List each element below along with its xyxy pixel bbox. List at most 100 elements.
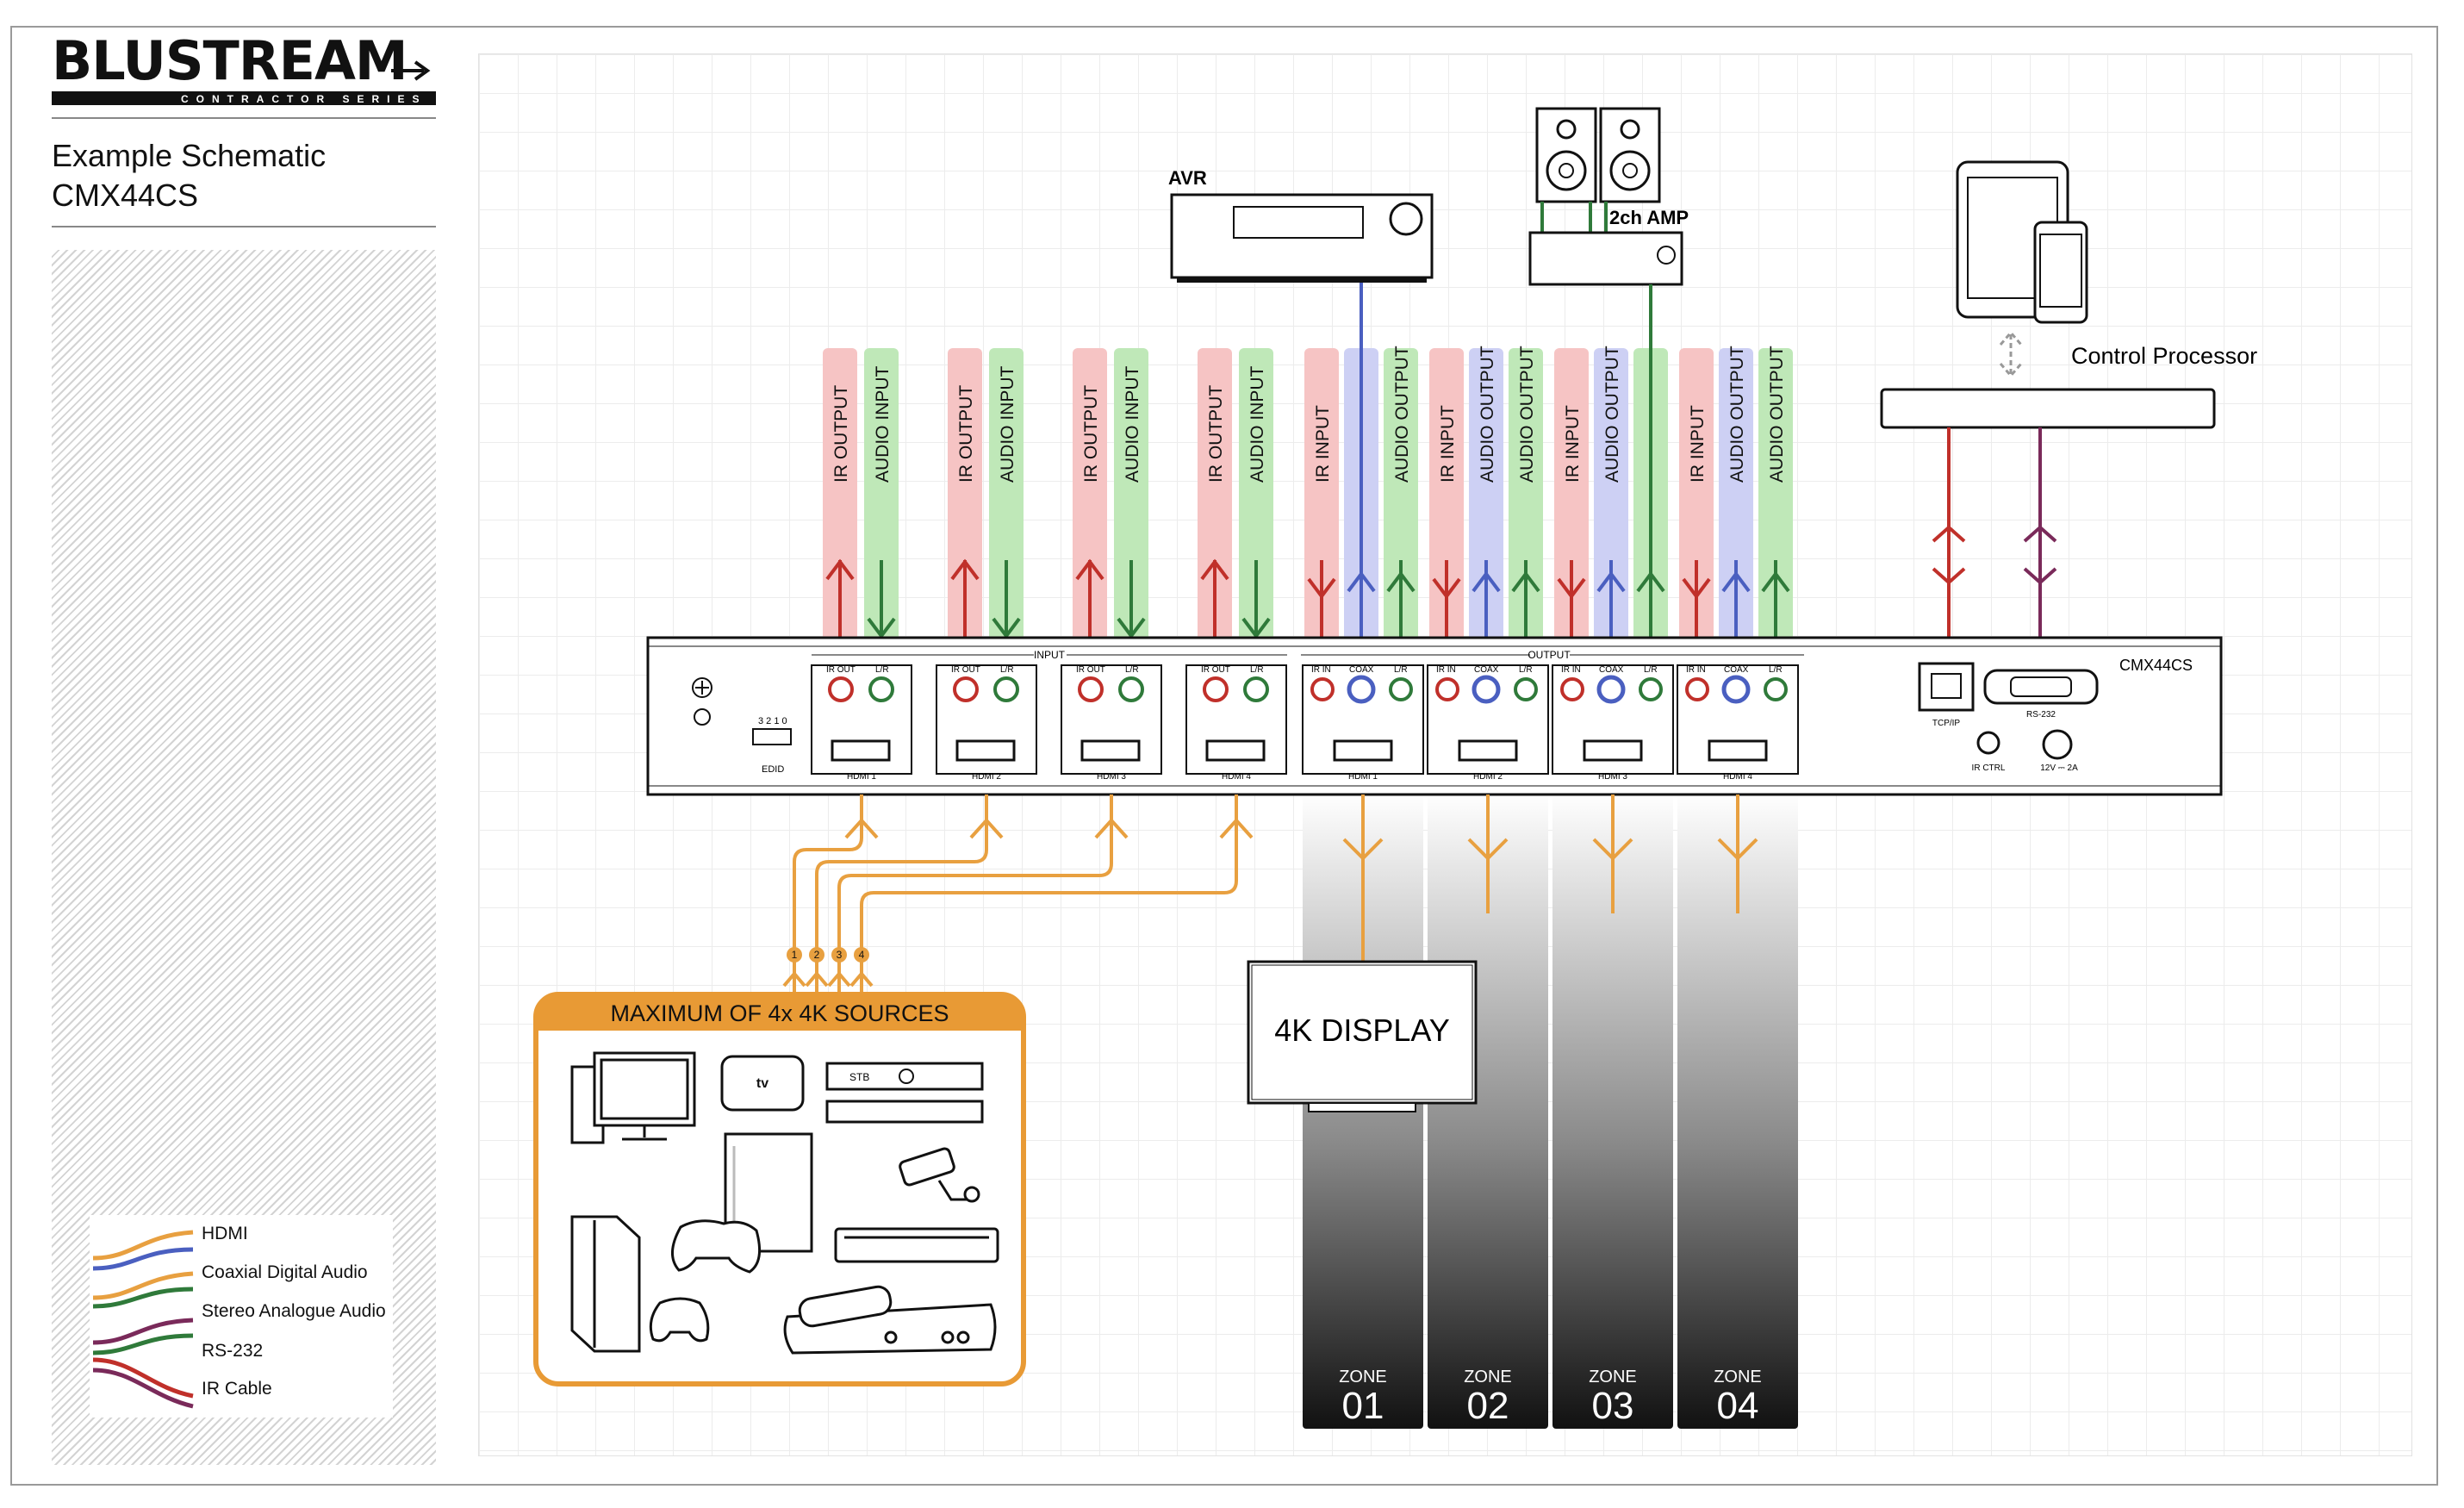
rs232-port[interactable] (1983, 669, 2099, 705)
ir-input-band (1304, 348, 1339, 657)
lr-label: L/R (1644, 665, 1658, 675)
ir-input-band (1429, 348, 1464, 657)
zone-column-4 (1677, 793, 1798, 1429)
ir-out-port[interactable] (953, 676, 979, 702)
tcpip-label: TCP/IP (1932, 719, 1961, 728)
ir-in-port[interactable] (1685, 677, 1709, 701)
hdmi-output-label: HDMI 1 (1348, 772, 1378, 782)
brand-name: BLUSTREAM (52, 29, 408, 92)
lr-label: L/R (875, 665, 889, 675)
display-label: 4K DISPLAY (1274, 1013, 1449, 1048)
ir-out-label: IR OUT (951, 665, 980, 675)
computer-icon (570, 1051, 696, 1144)
audio-out-port[interactable] (1514, 677, 1538, 701)
avr-label: AVR (1168, 167, 1207, 189)
hdmi-input-cables (782, 795, 1254, 996)
ir-in-port[interactable] (1310, 677, 1335, 701)
sources-group: MAXIMUM OF 4x 4K SOURCES tv STB (533, 992, 1026, 1386)
hdmi-input-port[interactable] (1205, 739, 1266, 762)
ir-out-label: IR OUT (1201, 665, 1230, 675)
audio-output-band (1384, 348, 1418, 657)
output-section-label: OUTPUT (1528, 649, 1571, 661)
audio-input-band (989, 348, 1024, 657)
lr-label: L/R (1769, 665, 1783, 675)
audio-out-port[interactable] (1639, 677, 1663, 701)
input-card-3: IR OUT L/R HDMI 3 (1061, 664, 1162, 782)
ir-ctrl-port[interactable] (1976, 731, 2000, 755)
output-card-2: IR IN COAX L/R HDMI 2 (1427, 664, 1549, 782)
band-label: AUDIO INPUT (998, 365, 1017, 483)
phone-icon (2033, 221, 2088, 324)
hdmi-input-label: HDMI 4 (1222, 772, 1251, 782)
ir-out-port[interactable] (1203, 676, 1229, 702)
coax-label: COAX (1349, 665, 1374, 675)
input-section-label: INPUT (1034, 649, 1066, 661)
coax-port[interactable] (1472, 675, 1501, 704)
legend-analogue: Stereo Analogue Audio (202, 1301, 386, 1321)
audio-in-port[interactable] (1243, 676, 1269, 702)
band-label: IR INPUT (1563, 405, 1583, 483)
legend-coax: Coaxial Digital Audio (202, 1262, 368, 1282)
lr-label: L/R (1000, 665, 1014, 675)
brand-logo: BLUSTREAM (52, 34, 408, 88)
power-label: 12V ⎓ 2A (2040, 763, 2078, 773)
title-block: BLUSTREAM CONTRACTOR SERIES Example Sche… (52, 34, 436, 1465)
band-label: IR INPUT (1438, 405, 1458, 483)
band-arrows (825, 558, 1790, 639)
power-port[interactable] (2042, 729, 2073, 760)
hdmi-output-port[interactable] (1458, 739, 1518, 762)
hdmi-input-port[interactable] (1080, 739, 1141, 762)
output-card-4: IR IN COAX L/R HDMI 4 (1677, 664, 1799, 782)
lr-label: L/R (1394, 665, 1408, 675)
audio-output-band (1509, 348, 1543, 657)
zone-number-3: 03 (1592, 1385, 1634, 1427)
stb-label: STB (849, 1071, 869, 1083)
input-bands (823, 348, 1273, 657)
ir-in-port[interactable] (1435, 677, 1459, 701)
band-label: AUDIO OUTPUT (1602, 346, 1622, 483)
ir-in-port[interactable] (1560, 677, 1584, 701)
coax-port[interactable] (1596, 675, 1626, 704)
tcpip-port[interactable] (1918, 662, 1975, 712)
ir-in-label: IR IN (1436, 665, 1456, 675)
ir-output-band (948, 348, 982, 657)
zone-number-1: 01 (1342, 1385, 1384, 1427)
band-labels: IR OUTPUT AUDIO INPUT IR OUTPUT AUDIO IN… (831, 346, 1787, 483)
ir-out-port[interactable] (828, 676, 854, 702)
band-label: AUDIO INPUT (1123, 365, 1142, 483)
stb-icon: STB (825, 1062, 984, 1124)
zone-number-2: 02 (1467, 1385, 1509, 1427)
audio-out-port[interactable] (1389, 677, 1413, 701)
coax-port[interactable] (1721, 675, 1751, 704)
schematic-title-line2: CMX44CS (52, 178, 199, 213)
band-label: AUDIO OUTPUT (1478, 346, 1497, 483)
avr-display (1233, 206, 1364, 239)
wireless-link-icon (1999, 330, 2023, 378)
coax-port[interactable] (1347, 675, 1376, 704)
hdmi-output-port[interactable] (1583, 739, 1643, 762)
divider (52, 117, 436, 119)
edid-dip-switch[interactable] (752, 728, 792, 745)
hdmi-input-port[interactable] (831, 739, 891, 762)
source-number-badges: 1 2 3 4 (787, 947, 869, 963)
control-devices: Control Processor (1880, 160, 2257, 677)
ir-out-port[interactable] (1078, 676, 1104, 702)
audio-input-band (1239, 348, 1273, 657)
hdmi-output-port[interactable] (1708, 739, 1768, 762)
ground-screw-icon (692, 677, 712, 698)
hdmi-output-port[interactable] (1333, 739, 1393, 762)
ir-in-label: IR IN (1311, 665, 1331, 675)
matrix-switcher: CMX44CS INPUT OUTPUT 3 2 1 0 EDID IR OUT… (646, 636, 2223, 796)
hdmi-input-port[interactable] (955, 739, 1016, 762)
audio-in-port[interactable] (1118, 676, 1144, 702)
audio-out-port[interactable] (1764, 677, 1788, 701)
source-number: 2 (814, 949, 820, 961)
audio-in-port[interactable] (993, 676, 1019, 702)
hdmi-output-label: HDMI 2 (1473, 772, 1503, 782)
ir-in-arrows (1307, 560, 1711, 638)
audio-in-arrows (867, 560, 1271, 639)
band-label: IR INPUT (1313, 405, 1333, 483)
output-card-1: IR IN COAX L/R HDMI 1 (1302, 664, 1424, 782)
audio-in-port[interactable] (868, 676, 894, 702)
